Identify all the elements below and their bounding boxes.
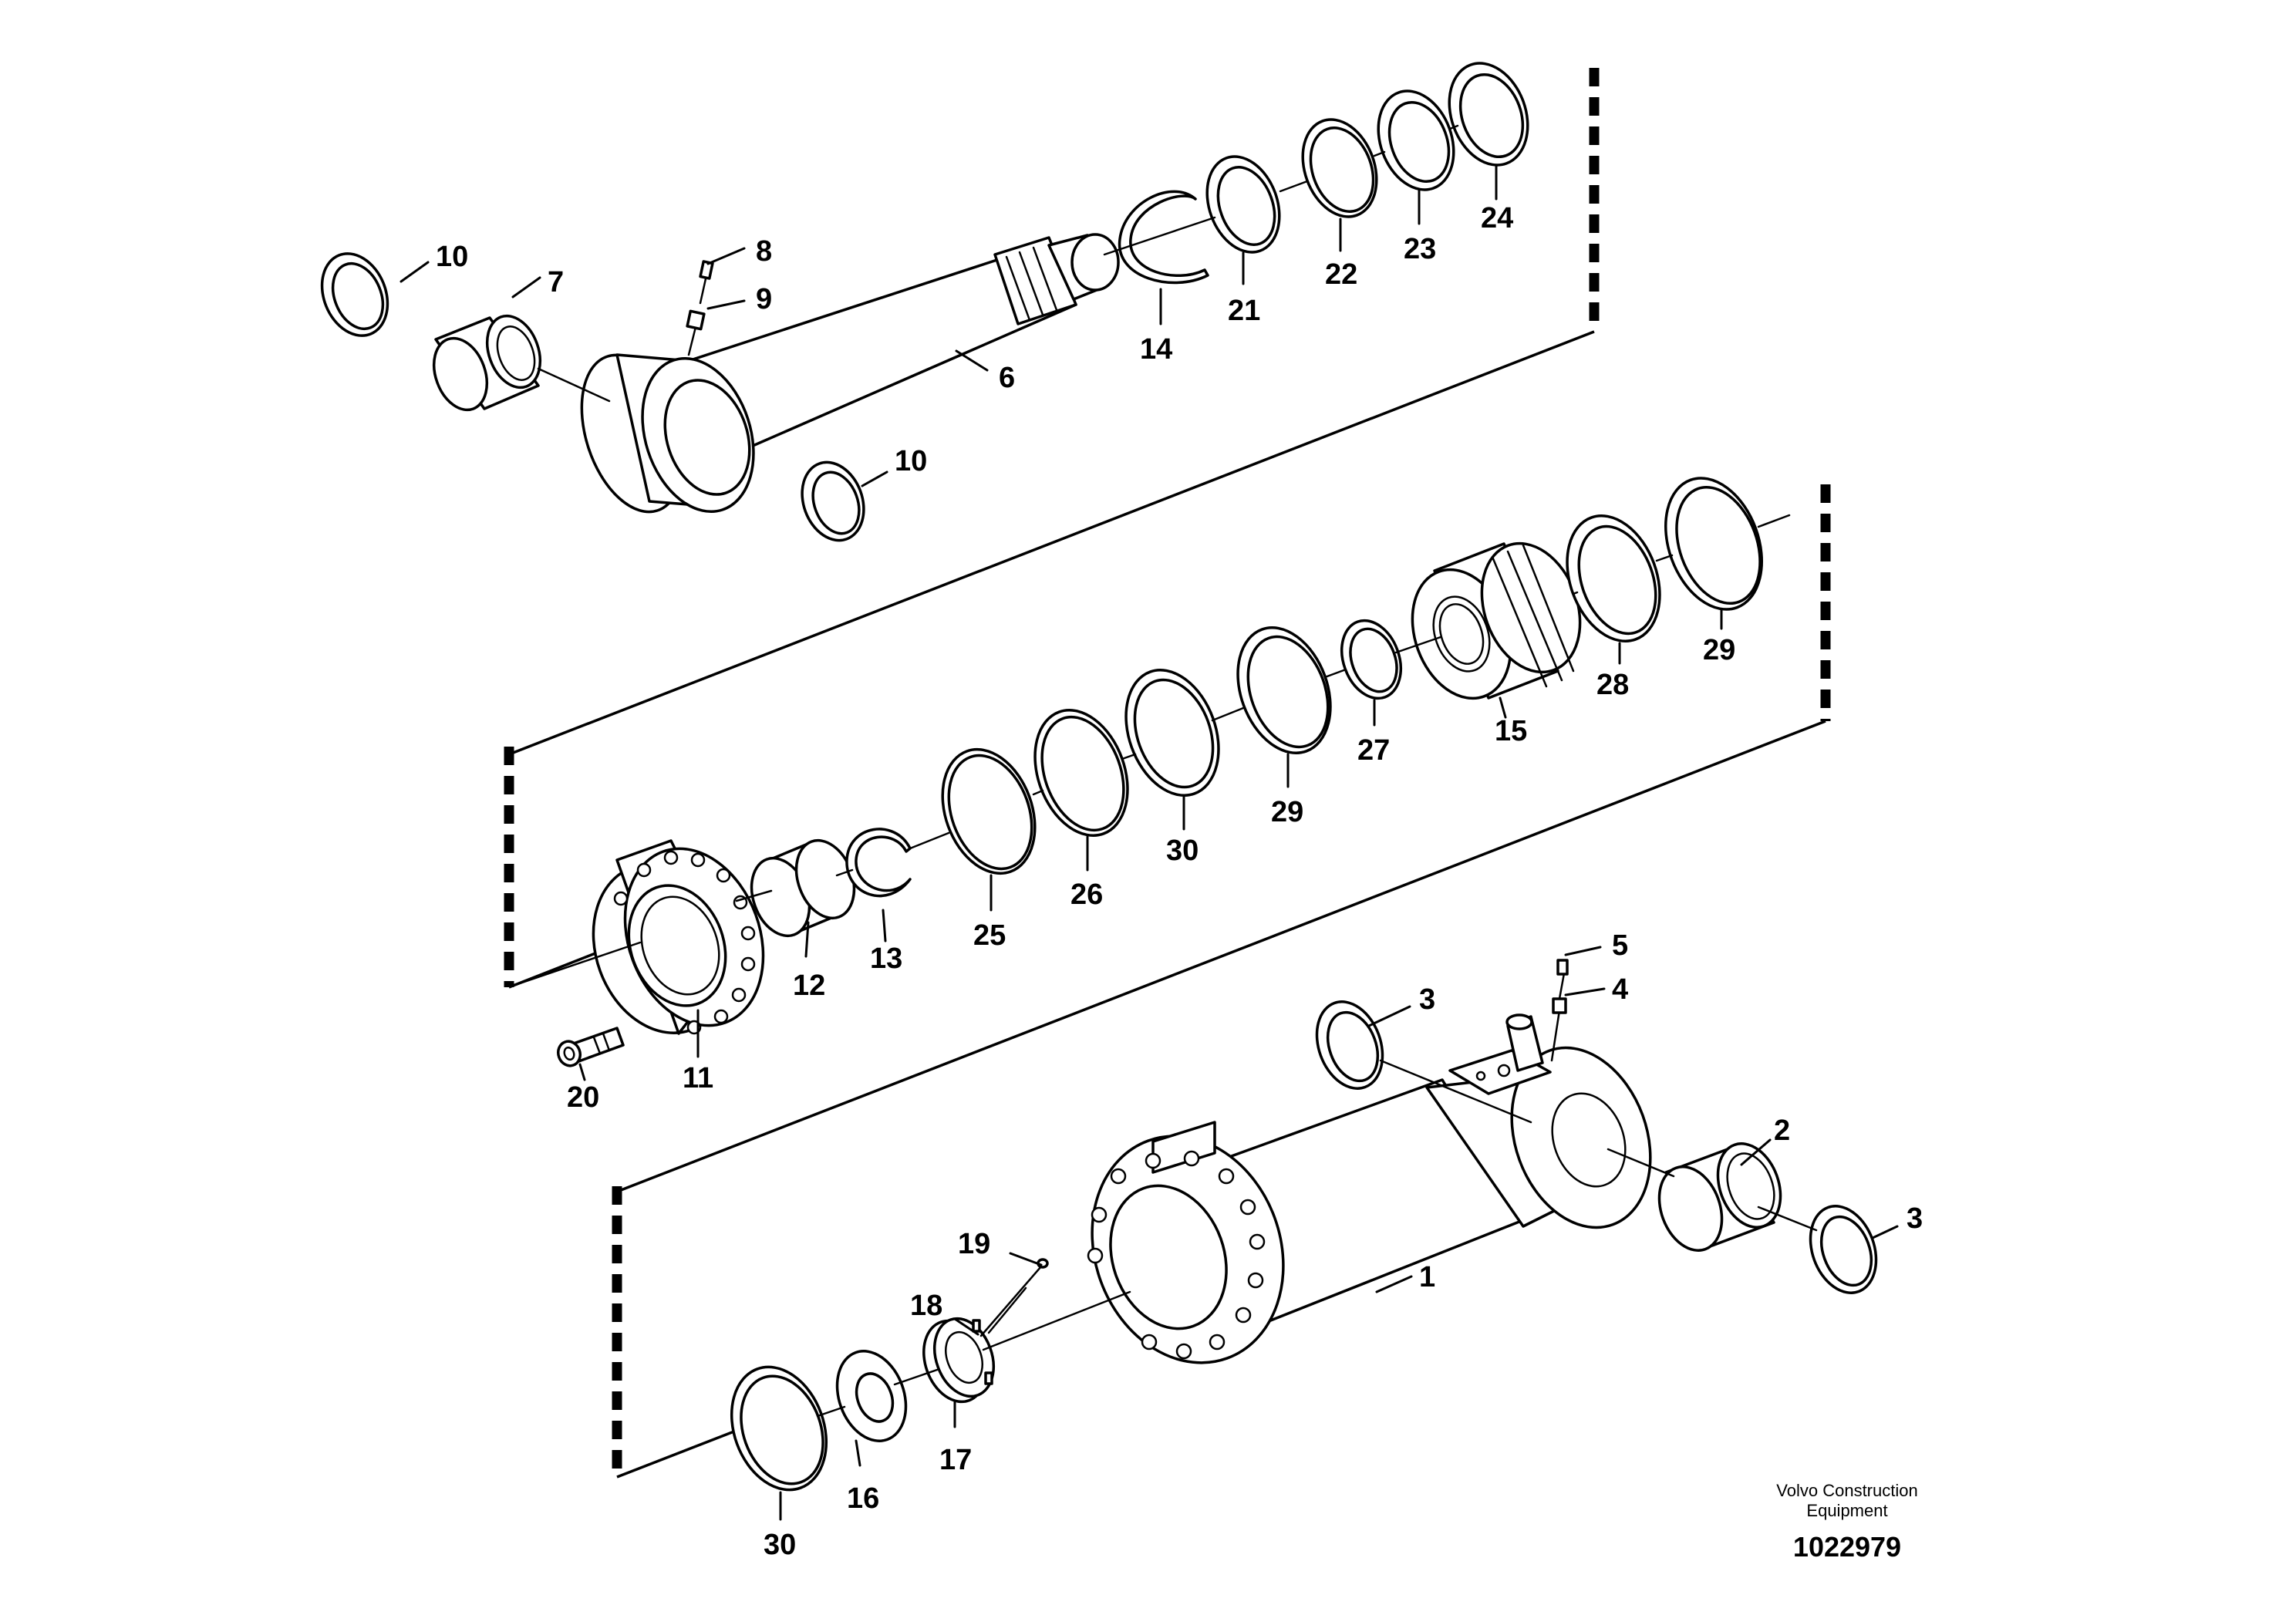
snap-ring-head [845,828,912,898]
callout-29-right: 29 [1703,634,1735,666]
callout-4: 4 [1612,973,1628,1006]
callout-20: 20 [567,1081,599,1114]
callout-9: 9 [756,283,772,315]
callout-14: 14 [1140,333,1172,366]
callout-17: 17 [939,1444,972,1476]
o-ring-piston [1340,619,1402,700]
snap-ring-rod [1118,190,1209,285]
bushing-tube [1657,1142,1782,1252]
guide-bushing [750,838,856,938]
rod-assembly [320,62,1529,542]
cylinder-tube [1217,959,1652,1324]
piston-rod [677,233,1120,453]
callout-1: 1 [1419,1261,1435,1293]
callout-24: 24 [1481,202,1513,234]
cylinder-head [592,839,765,1035]
callout-21: 21 [1228,295,1260,327]
callout-labels: 1 2 3 3 4 5 6 7 8 9 10 10 11 12 13 14 15… [436,202,1923,1561]
callout-5: 5 [1612,929,1628,962]
dust-seal-rod-right [801,460,865,542]
tube-flange [1087,1121,1285,1364]
callout-28: 28 [1596,669,1629,701]
callout-13: 13 [870,943,902,975]
document-number: 1022979 [1793,1531,1901,1563]
callout-10-left: 10 [436,241,468,273]
spacer-ring [835,1350,908,1442]
lock-nut [922,1317,995,1404]
callout-18: 18 [910,1290,942,1322]
callout-25: 25 [973,919,1006,952]
brand-line-2: Equipment [1806,1501,1887,1520]
callout-11: 11 [683,1062,713,1094]
callout-6: 6 [999,362,1015,394]
dust-seal-tube-top [1315,1000,1384,1090]
callout-12: 12 [793,969,825,1002]
head-piston-assembly [511,477,1791,1067]
socket-bolt [557,1027,625,1067]
brand-line-1: Volvo Construction [1776,1481,1917,1500]
leader-lines [400,164,1899,1521]
callout-27: 27 [1357,734,1390,767]
callout-7: 7 [548,266,564,298]
assembly-frames [504,68,1831,1479]
grease-nipple-rod [686,260,714,356]
callout-10-right: 10 [895,445,927,477]
callout-3-top: 3 [1419,983,1435,1016]
footer: Volvo Construction Equipment 1022979 [1776,1481,1917,1563]
rod-eye [580,353,755,514]
bushing-rod-eye [432,314,611,412]
callout-19: 19 [958,1228,990,1260]
dust-seal-tube-right [1809,1205,1878,1294]
callout-29-mid: 29 [1271,796,1303,828]
cylinder-tube-assembly [730,959,1878,1492]
piston-seal-rings [1566,477,1764,642]
callout-22: 22 [1325,258,1357,291]
callout-30-mid: 30 [1166,835,1199,867]
callout-2: 2 [1774,1114,1790,1147]
callout-26: 26 [1070,878,1103,911]
callout-16: 16 [847,1482,879,1515]
dust-seal-rod-left [320,252,389,337]
callout-15: 15 [1495,715,1527,747]
callout-3-right: 3 [1907,1202,1923,1235]
callout-30-bottom: 30 [764,1529,796,1561]
set-screw [979,1258,1049,1337]
callout-23: 23 [1404,233,1436,265]
o-ring-tube [730,1365,828,1492]
piston [1411,541,1582,700]
callout-8: 8 [756,235,772,268]
head-seal-rings [941,626,1332,875]
rod-seal-rings [1205,62,1529,254]
